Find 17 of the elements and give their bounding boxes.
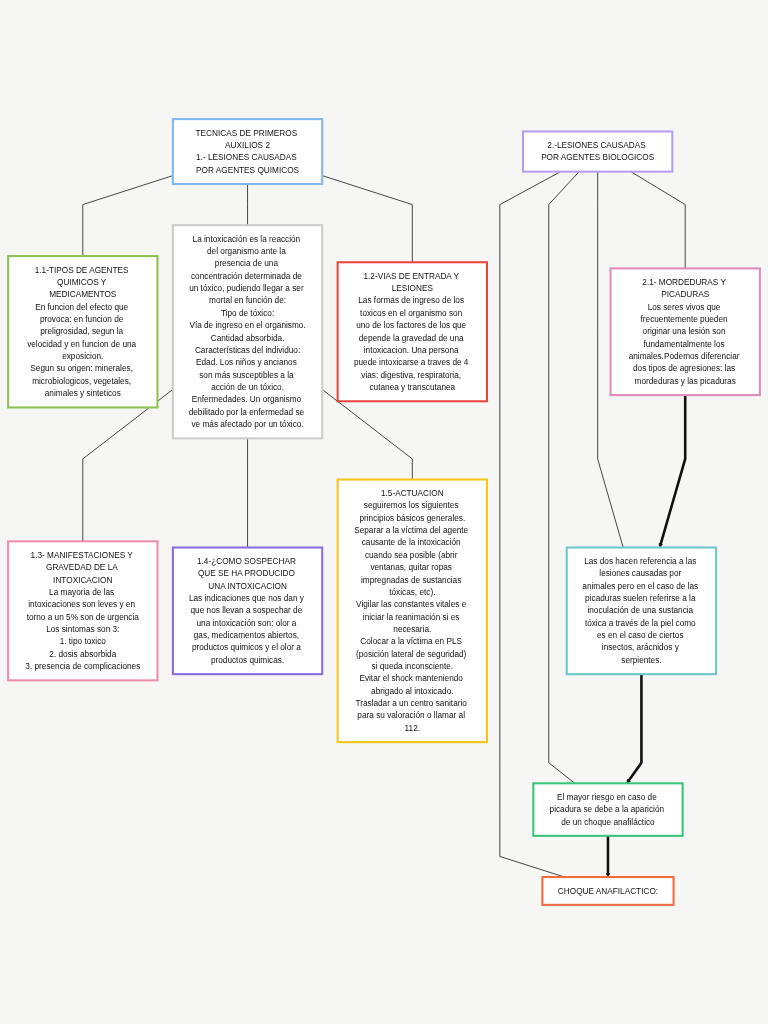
node-box: 2.-LESIONES CAUSADAS POR AGENTES BIOLOGICOS: [522, 130, 674, 173]
node-box: Las dos hacen referencia a las lesiones causadas por animales pero en el caso de las picaduras suelen referirse a la inoculación de una sustancia tóxica a través de la piel como es en el caso de ciertos insectos, arácnidos y serpientes.: [565, 546, 718, 676]
arrow: [605, 835, 611, 878]
arrow: [626, 674, 643, 784]
node-box: TECNICAS DE PRIMEROS AUXILIOS 2 1.- LESIONES CAUSADAS POR AGENTES QUIMICOS: [171, 118, 324, 186]
connector: [597, 171, 624, 548]
node-box: El mayor riesgo en caso de picadura se debe a la aparición de un choque anafiláctico: [532, 782, 684, 837]
connector: [548, 171, 580, 784]
node-box: 1.4-¿COMO SOSPECHAR QUE SE HA PRODUCIDO UNA INTOXICACION Las indicaciones que nos dan y que nos llevan a sospechar de una intoxicación son: olor a gas, medicamentos abiertos, productos quimicos y el olor a productos quimicas.: [171, 546, 324, 676]
node-box: 1.1-TIPOS DE AGENTES QUIMICOS Y MEDICAMENTOS En funcion del efecto que provoca: en funcion de preligrosidad, segun la velocidad y en funcion de una exposicion. Segun su origen: minerales, microbiologicos, vegetales, animales y sinteticos: [7, 255, 159, 409]
node-box: 2.1- MORDEDURAS Y PICADURAS Los seres vivos que frecuentemente pueden originar una lesión son fundamentalmente los animales.Podemos diferenciar dos tipos de agresiones: las mordeduras y las picaduras: [609, 267, 761, 397]
arrow: [658, 395, 687, 548]
node-box: 1.2-VIAS DE ENTRADA Y LESIONES Las formas de ingreso de los toxicos en el organismo son uno de los factores de los que depende la gravedad de una intoxicacion. Una persona puede intoxicarse a traves de 4 vias: digestiva, respiratoria, cutanea y transcutanea: [336, 261, 488, 403]
node-box: CHOQUE ANAFILACTICO:: [541, 876, 675, 906]
node-box: 1.3- MANIFESTACIONES Y GRAVEDAD DE LA INTOXICACION La mayoria de las intoxicaciones son leves y en torno a un 5% son de urgencia Los sintomas son 3: 1. tipo toxico 2. dosis absorbida 3. presencia de complicaciones: [7, 540, 159, 682]
node-box: La intoxicación es la reacción del organismo ante la presencia de una concentración determinada de un tóxico, pudiendo llegar a ser mortal en función de: Tipo de tóxico: Vía de ingreso en el organismo. Cantidad absorbida. Características del individuo: Edad. Los niños y ancianos son más susceptibles a la acción de un tóxico. Enfermedades. Un organismo debilitado por la enfermedad se ve más afectado por un tóxico.: [171, 224, 324, 440]
node-box: 1.5-ACTUACION seguiremos los siguientes principios básicos generales. Separar a la víctima del agente causante de la intoxicación cuando sea posible (abrir ventanas, quitar ropas impregnadas de sustancias tóxicas, etc). Vigilar las constantes vitales e iniciar la reanimación si es necesaria. Colocar a la víctima en PLS (posición lateral de seguridad) si queda inconsciente. Evitar el shock manteniendo abrigado al intoxicado. Trasladar a un centro sanitario para su valoración o llamar al 112.: [336, 478, 488, 744]
